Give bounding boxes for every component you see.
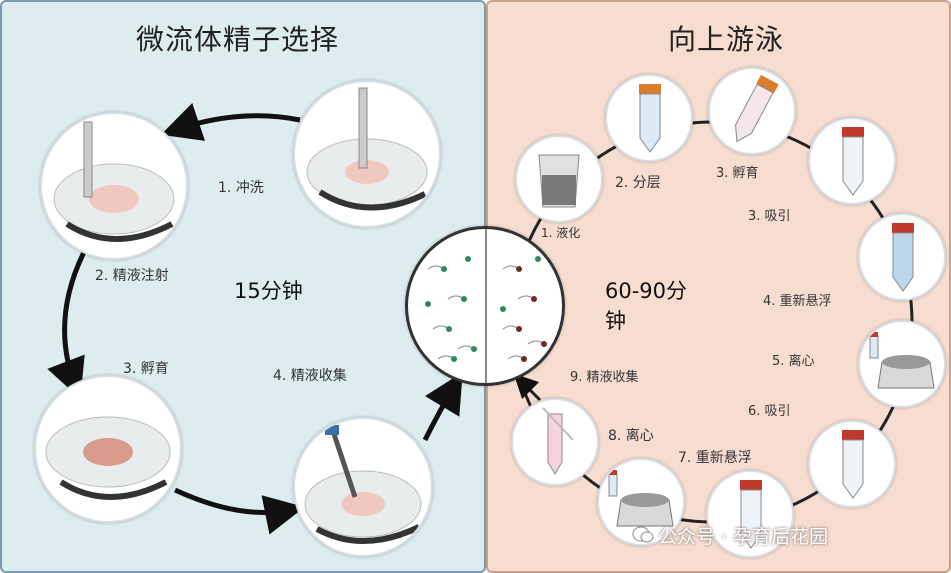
wechat-icon	[632, 526, 654, 543]
step-collect: 4. 精液收集	[273, 368, 347, 384]
step-incubate-r: 3. 孵育	[716, 166, 759, 181]
microfluidic-time: 15分钟	[234, 279, 303, 303]
step-resuspend-1: 4. 重新悬浮	[763, 294, 832, 309]
chip-rinse-circle	[293, 80, 441, 228]
step-resuspend-2: 7. 重新悬浮	[678, 450, 752, 466]
sperm-icon	[425, 229, 547, 383]
swim-up-title: 向上游泳	[668, 23, 785, 56]
tube-red-cap-icon-3	[740, 480, 762, 549]
step-aspirate-2: 6. 吸引	[748, 404, 791, 419]
resuspend-circle-1	[858, 213, 946, 301]
centrifuge-icon-2	[608, 470, 674, 527]
step-incubate: 3. 孵育	[123, 361, 169, 377]
chip-injection-circle	[40, 112, 188, 260]
microfluidic-title: 微流体精子选择	[136, 23, 340, 56]
step-aspirate-1: 3. 吸引	[748, 209, 791, 224]
centrifuge-circle-1	[858, 320, 946, 408]
arrow-collect	[422, 372, 463, 442]
chip-incubate-circle	[34, 375, 182, 523]
step-collect-r: 9. 精液收集	[570, 370, 639, 385]
tilted-tube-icon	[735, 74, 779, 143]
tube-red-cap-icon-2	[842, 430, 864, 499]
step-layering: 2. 分层	[615, 175, 661, 191]
centrifuge-icon	[869, 332, 935, 389]
arrow-incubate	[173, 487, 305, 535]
incubate-circle	[708, 67, 796, 155]
tube-red-cap-icon	[842, 127, 864, 196]
aspirate-circle-2	[808, 420, 896, 508]
aspirate-circle-1	[808, 117, 896, 205]
step-centrifuge-1: 5. 离心	[772, 354, 815, 369]
chip-syringe-icon	[53, 121, 175, 242]
sperm-microscope-circle	[405, 226, 565, 386]
step-centrifuge-2: 8. 离心	[608, 428, 654, 444]
step-inject: 2. 精液注射	[95, 268, 169, 284]
swim-up-arrow	[513, 373, 542, 402]
liquefy-circle	[515, 135, 603, 223]
tube-orange-cap-icon	[639, 84, 661, 153]
swim-up-time-line2: 钟	[605, 309, 626, 333]
chip-collect-circle	[293, 417, 433, 557]
watermark-text: 公众号 · 孕育后花园	[658, 526, 829, 548]
resuspend-circle-2	[706, 470, 794, 558]
collect-circle	[511, 398, 599, 486]
step-rinse: 1. 冲洗	[218, 180, 264, 196]
chip-pipette-icon	[304, 425, 422, 544]
layering-circle	[605, 74, 693, 162]
swim-up-time-line1: 60-90分	[605, 279, 688, 303]
arrow-rinse	[160, 103, 301, 141]
cup-icon	[538, 154, 580, 208]
tube-red-cap-blue-icon	[892, 223, 914, 292]
chip-incubate-icon	[45, 416, 171, 500]
pipette-tube-icon	[542, 407, 574, 475]
arrow-inject	[47, 248, 88, 400]
chip-syringe-rinse-icon	[306, 87, 428, 211]
step-liquefy: 1. 液化	[541, 226, 581, 240]
